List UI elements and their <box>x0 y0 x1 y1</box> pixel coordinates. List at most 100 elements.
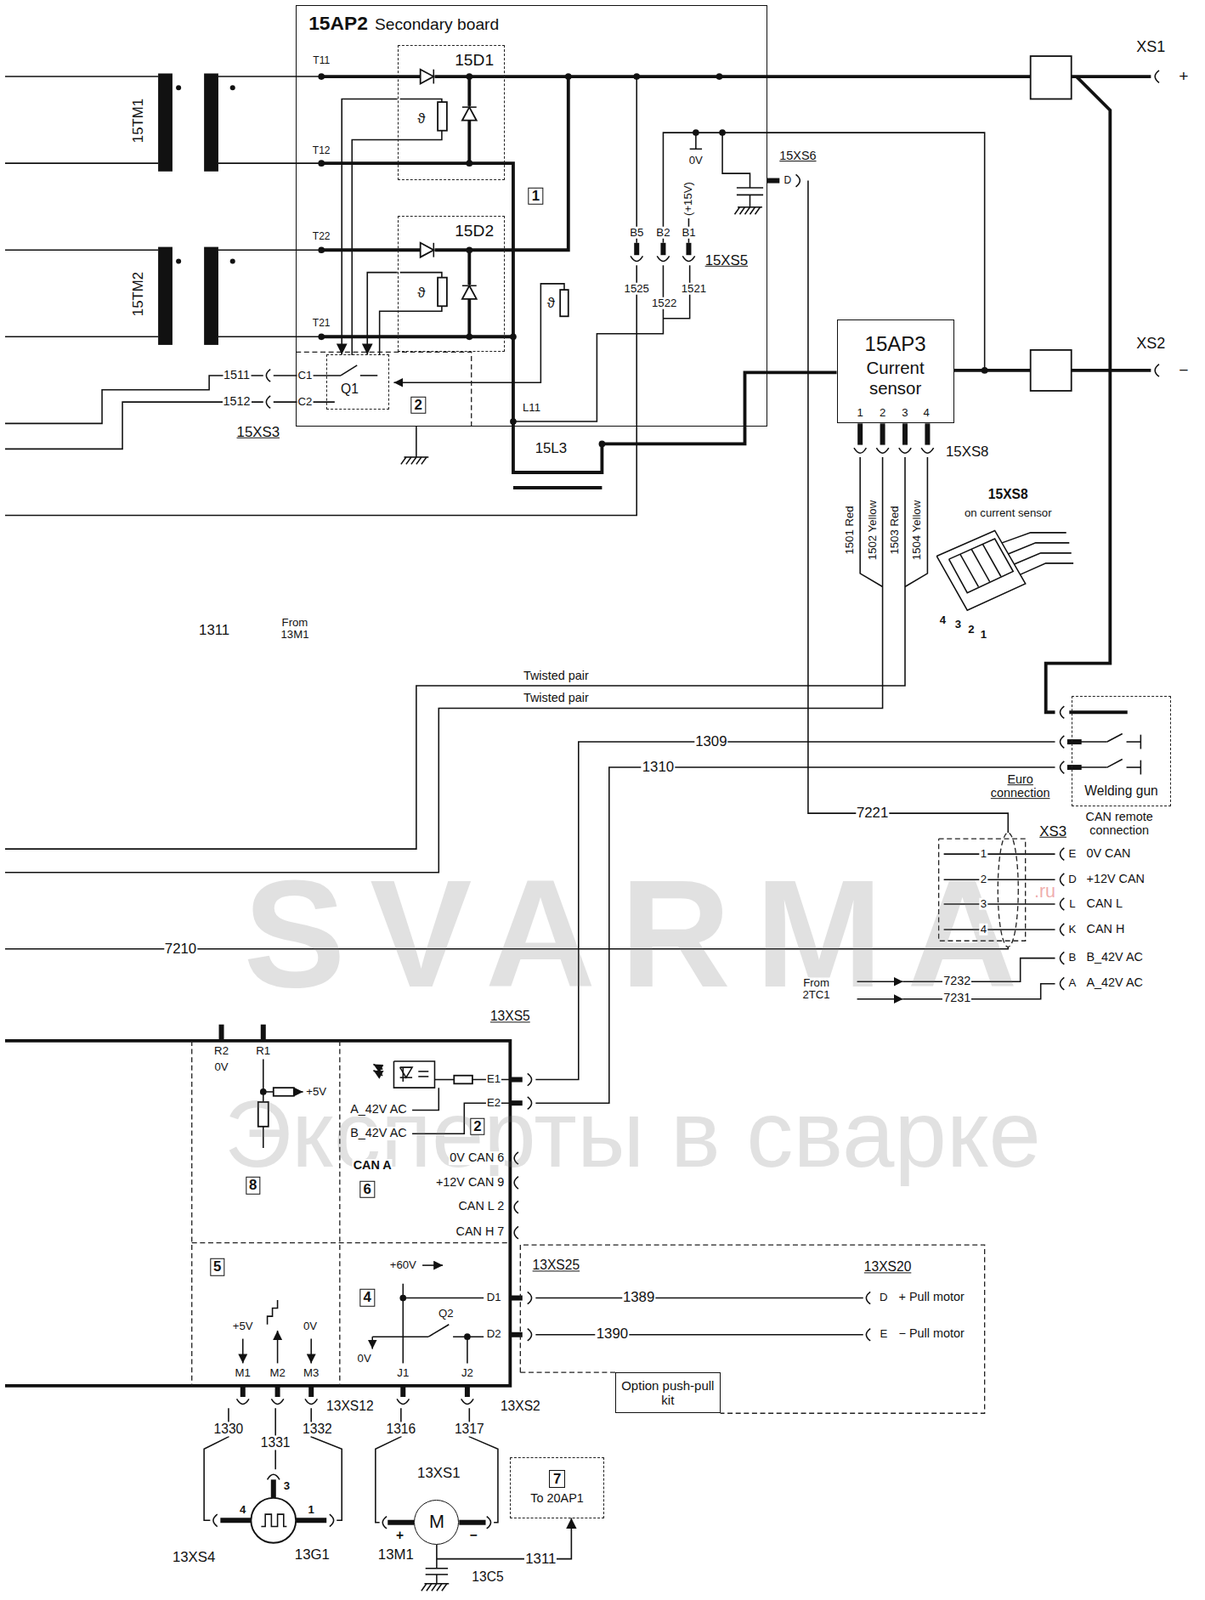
label: 7231 <box>942 992 972 1007</box>
power-wire <box>1071 368 1152 373</box>
label: − <box>1177 361 1189 380</box>
label: 4 <box>238 1504 247 1517</box>
socket-symbol <box>1060 848 1065 860</box>
diode-symbol <box>462 106 477 108</box>
diode-symbol <box>420 69 435 85</box>
label: M3 <box>302 1367 320 1381</box>
label: From 13M1 <box>273 616 317 642</box>
arrow-wire <box>277 1330 279 1364</box>
label: ϑ <box>416 111 426 127</box>
label: 7232 <box>942 974 972 989</box>
node-title: 15D2 <box>452 221 496 241</box>
label: XS1 <box>1135 39 1166 57</box>
label: 1389 <box>622 1289 656 1306</box>
label: +12V CAN <box>1086 872 1146 887</box>
wiring <box>5 56 1160 1591</box>
arrow-wire <box>310 1339 312 1364</box>
label: B1 <box>680 226 696 239</box>
wire <box>535 741 1055 1080</box>
pin-symbol <box>271 1479 277 1499</box>
label: E <box>1068 848 1078 861</box>
label: 2 <box>878 407 887 420</box>
callout-number: 8 <box>245 1176 261 1194</box>
socket-symbol <box>921 447 934 453</box>
power-wire <box>321 248 420 252</box>
wire <box>1126 766 1142 769</box>
socket-symbol <box>527 1329 532 1341</box>
transformer-core <box>203 247 219 346</box>
label: B5 <box>628 226 645 239</box>
junction-dot <box>317 333 325 340</box>
pin-symbol <box>880 423 886 445</box>
component-symbol <box>273 1087 295 1097</box>
label: 2 <box>979 873 988 887</box>
label: 15TM2 <box>130 271 147 317</box>
wire <box>949 538 1014 594</box>
wire <box>1126 741 1142 743</box>
label: D2 <box>486 1328 503 1341</box>
callout-number: 5 <box>209 1258 225 1276</box>
pin-symbol <box>767 178 780 184</box>
wire <box>5 946 1008 949</box>
junction-dot <box>317 159 325 167</box>
socket-symbol <box>237 1398 249 1404</box>
component-symbol <box>258 1102 269 1127</box>
wire <box>535 1297 863 1300</box>
socket-symbol <box>1060 898 1065 911</box>
ground-symbol <box>755 207 761 215</box>
ground-symbol <box>416 457 422 464</box>
node-subtitle: Secondary board <box>373 15 501 34</box>
label: 3 <box>282 1480 291 1494</box>
label: CAN H 7 <box>455 1225 506 1239</box>
wire <box>1140 760 1143 776</box>
junction-dot <box>716 73 724 80</box>
wire <box>5 457 906 849</box>
wire <box>218 248 322 251</box>
label: A <box>1068 977 1078 991</box>
wire <box>435 1574 438 1585</box>
wire <box>418 1075 429 1078</box>
label: CAN H <box>1086 922 1126 937</box>
socket-symbol <box>514 1226 519 1239</box>
dashed-boundary <box>520 1244 985 1414</box>
pin-symbol <box>924 423 930 445</box>
socket-symbol <box>865 1329 871 1341</box>
label: 1332 <box>301 1422 334 1437</box>
pin-symbol <box>509 1077 522 1083</box>
wire <box>393 1061 435 1088</box>
wire <box>944 878 1056 881</box>
label: D1 <box>486 1291 503 1305</box>
watermark: SVARMA <box>242 849 1043 1019</box>
wire <box>400 1067 413 1078</box>
socket-symbol <box>329 1514 334 1527</box>
component-symbol <box>437 277 447 307</box>
wire <box>690 148 702 151</box>
wire <box>859 457 883 588</box>
label: 13C5 <box>470 1570 504 1585</box>
label: 1504 Yellow <box>910 499 924 561</box>
diode-symbol <box>420 243 435 258</box>
socket-symbol <box>514 1200 519 1213</box>
pin-symbol <box>458 1520 486 1526</box>
power-wire <box>467 299 471 337</box>
label: 1512 <box>222 395 252 409</box>
label: 4 <box>939 614 947 628</box>
wire <box>400 98 442 102</box>
watermark: Эксперты в сварке <box>223 1082 1042 1187</box>
diode-symbol <box>462 284 477 287</box>
label: on current sensor <box>963 507 1053 521</box>
callout-number: 7 <box>548 1470 566 1488</box>
label: L11 <box>521 401 542 415</box>
label: M2 <box>268 1367 286 1381</box>
label: B_42V AC <box>349 1126 408 1141</box>
ground-symbol <box>411 457 417 464</box>
label: 4 <box>922 407 931 420</box>
label: 1309 <box>694 734 728 750</box>
wire <box>402 1297 484 1300</box>
gun-box: Welding gun <box>1071 695 1172 807</box>
power-wire <box>434 76 568 250</box>
label: 13XS1 <box>416 1465 461 1482</box>
pin-symbol <box>902 423 908 445</box>
node-title: 15AP3 <box>863 332 928 357</box>
label: 1501 Red <box>843 505 857 556</box>
